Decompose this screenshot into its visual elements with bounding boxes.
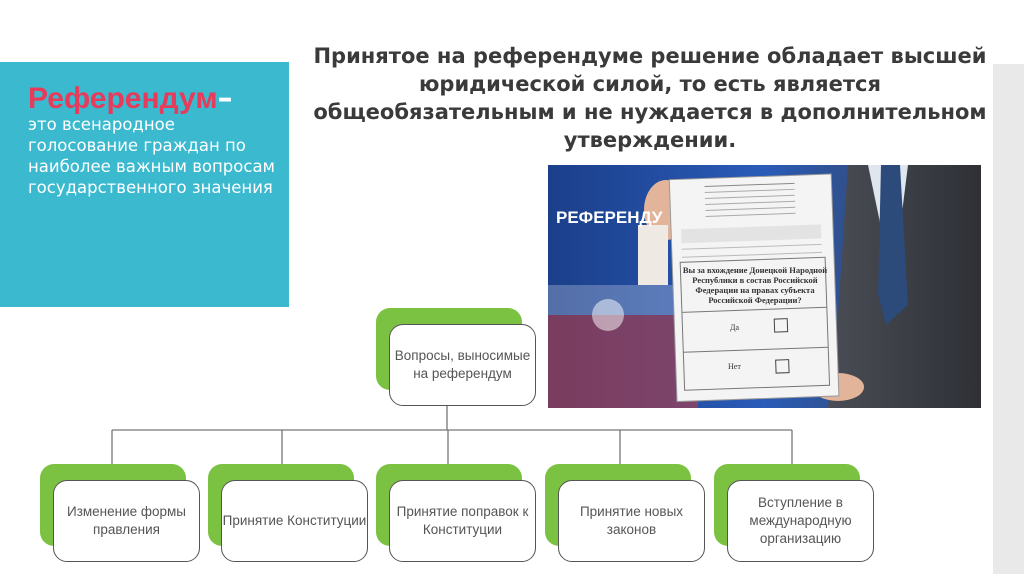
banner-text: РЕФЕРЕНДУ xyxy=(556,208,663,227)
child-node-3: Принятие поправок к Конституции xyxy=(376,464,541,564)
referendum-photo: РЕФЕРЕНДУ xyxy=(548,165,981,408)
child-node-2: Принятие Конституции xyxy=(208,464,373,564)
child-node-label: Принятие поправок к Конституции xyxy=(389,480,536,562)
child-node-5: Вступление в международную организацию xyxy=(714,464,879,564)
definition-text-block: Референдум– это всенародное голосование … xyxy=(28,84,280,198)
definition-body: это всенародное голосование граждан по н… xyxy=(28,115,276,197)
child-node-4: Принятие новых законов xyxy=(545,464,710,564)
slide-heading: Принятое на референдуме решение обладает… xyxy=(313,44,987,152)
child-node-1: Изменение формы правления xyxy=(40,464,205,564)
right-edge-strip xyxy=(993,64,1024,574)
child-node-label: Принятие Конституции xyxy=(221,480,368,562)
ballot-question: Вы за вхождение Донецкой Народной Респуб… xyxy=(682,265,828,305)
definition-dash: – xyxy=(217,81,233,116)
ballot-no-label: Нет xyxy=(728,362,741,371)
child-node-label: Вступление в международную организацию xyxy=(727,480,874,562)
ballot-yes-label: Да xyxy=(730,323,740,332)
child-node-label: Изменение формы правления xyxy=(53,480,200,562)
root-node: Вопросы, выносимые на референдум xyxy=(376,308,546,408)
child-node-label: Принятие новых законов xyxy=(558,480,705,562)
photo-illustration: РЕФЕРЕНДУ xyxy=(548,165,981,408)
definition-term: Референдум xyxy=(28,82,218,115)
definition-box: Референдум– это всенародное голосование … xyxy=(0,62,289,307)
root-node-label: Вопросы, выносимые на референдум xyxy=(389,324,536,406)
